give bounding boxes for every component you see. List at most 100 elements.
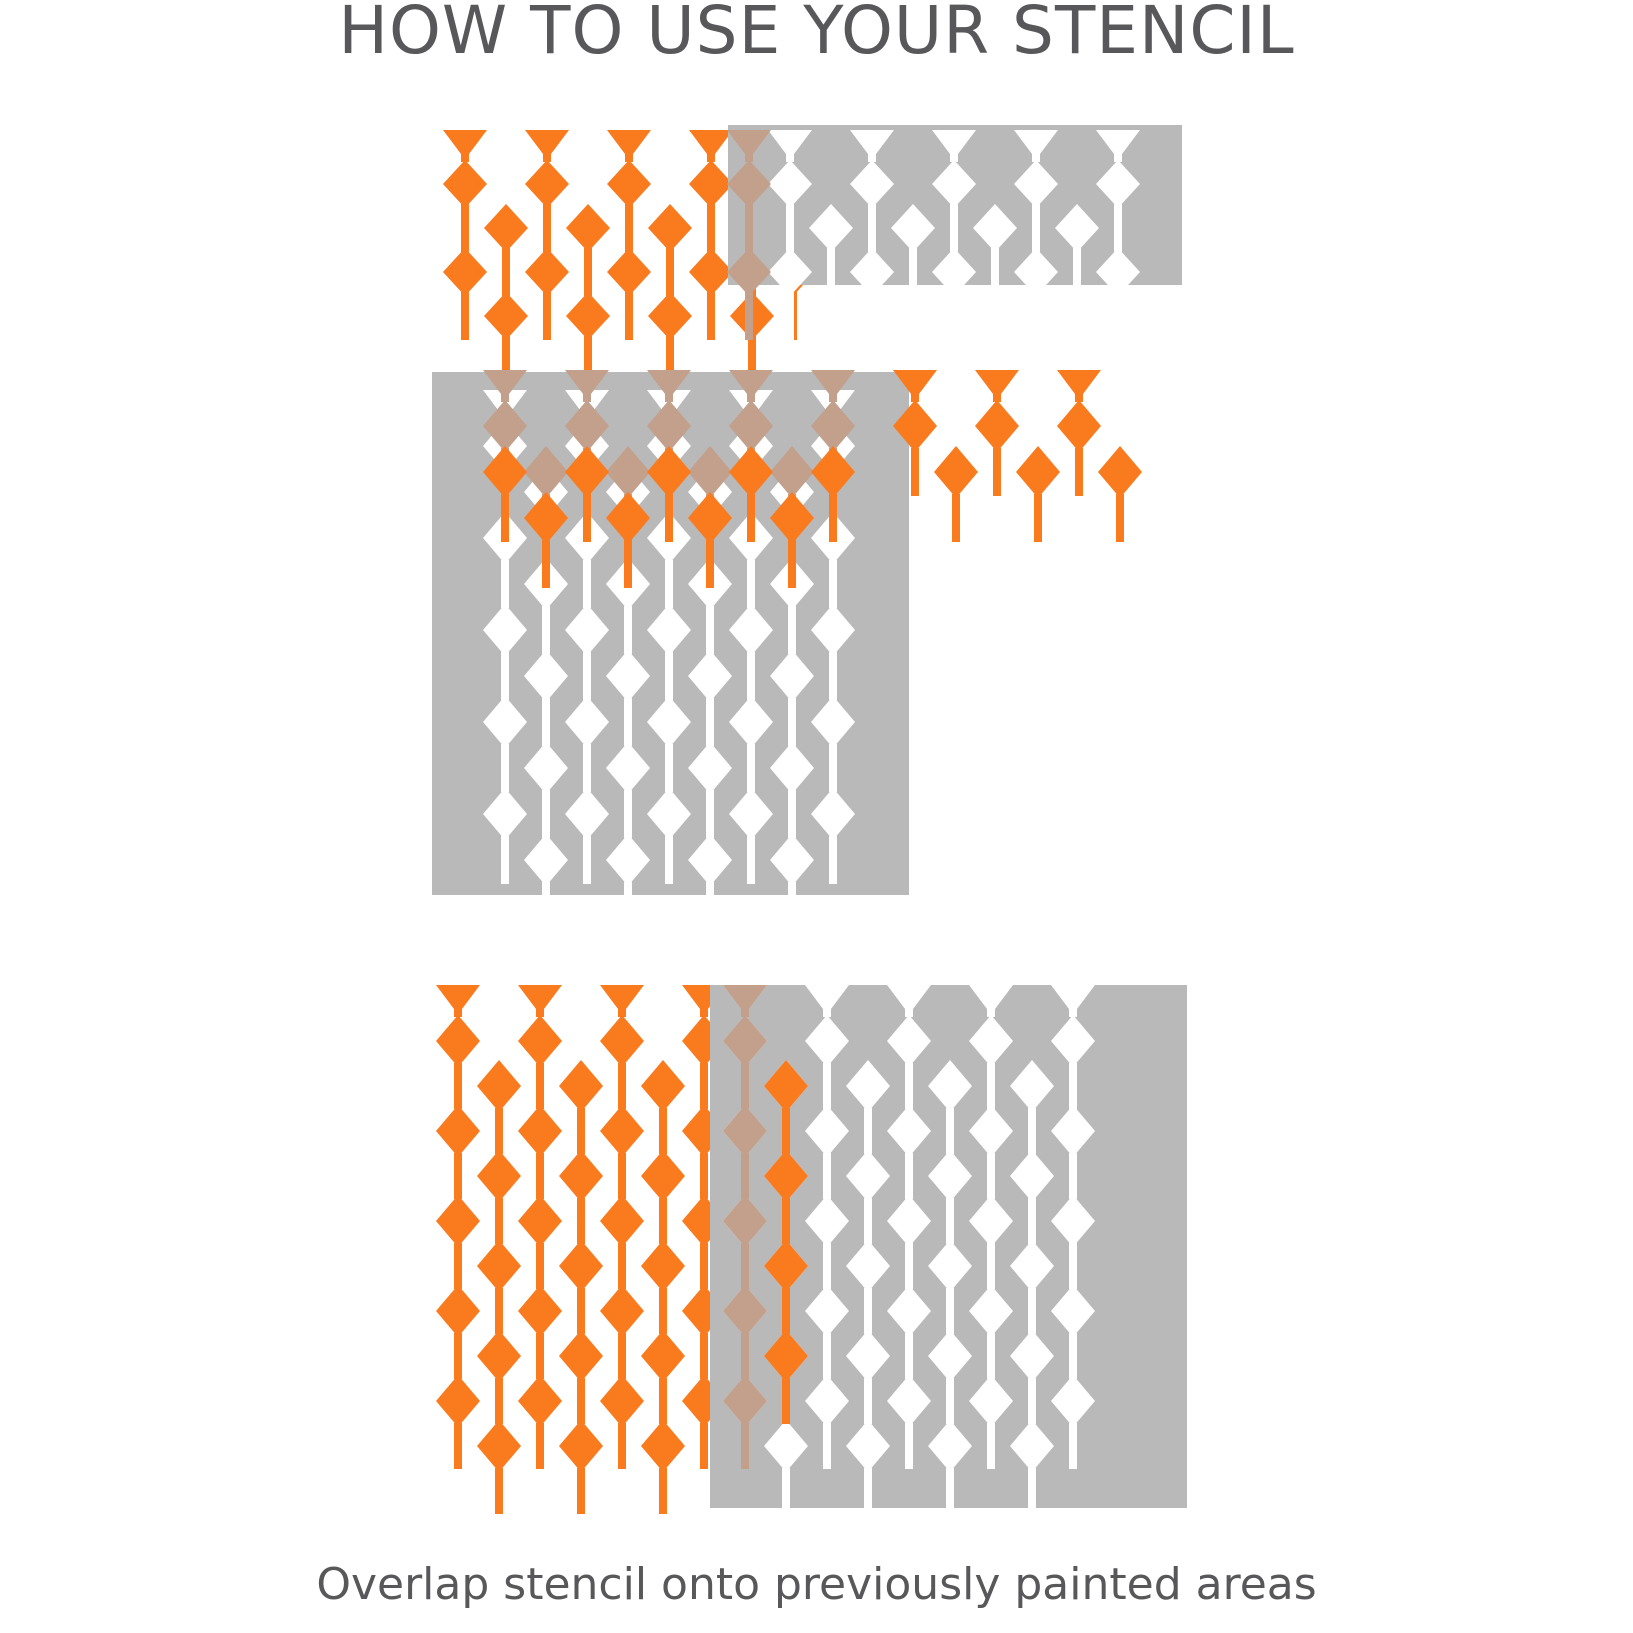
diamond-shape (1010, 1150, 1054, 1202)
tail-shape (543, 296, 551, 320)
step-3-painted-pattern (436, 985, 726, 1514)
stem-shape (577, 1288, 585, 1334)
pattern-column (805, 985, 849, 1469)
stem-shape (864, 1288, 872, 1334)
funnel-shape (600, 985, 644, 1017)
diamond-shape (846, 1240, 890, 1292)
stem-shape (502, 248, 510, 296)
stem-shape (454, 1063, 462, 1109)
tail-shape (542, 544, 550, 568)
diamond-shape (723, 1015, 767, 1067)
tail-shape (1073, 340, 1081, 364)
stem-shape (823, 1153, 831, 1199)
pattern-column (483, 446, 527, 542)
tail-shape (747, 840, 755, 864)
stem-shape (909, 248, 917, 296)
diamond-shape (1098, 446, 1142, 498)
diamond-shape (770, 834, 814, 886)
pattern-column (559, 1060, 603, 1514)
stem-shape (864, 1108, 872, 1154)
diamond-shape (524, 650, 568, 702)
diamond-shape (607, 248, 651, 296)
stem-shape (665, 652, 673, 700)
diamond-shape (483, 446, 527, 498)
step-3-stencil-cutouts (723, 985, 1095, 1514)
tail-shape (952, 498, 960, 522)
stem-shape (1028, 1108, 1036, 1154)
diamond-shape (727, 248, 771, 296)
diamond-shape (443, 248, 487, 296)
stem-shape (823, 1333, 831, 1379)
diamond-shape (770, 650, 814, 702)
stem-shape (747, 744, 755, 792)
stem-shape (543, 204, 551, 252)
diamond-shape (729, 788, 773, 840)
diamond-shape (600, 1015, 644, 1067)
diamond-shape (641, 1420, 685, 1472)
stem-shape (987, 1243, 995, 1289)
stem-shape (829, 744, 837, 792)
stem-shape (1032, 204, 1040, 252)
stem-shape (1069, 1153, 1077, 1199)
stem-shape (905, 1063, 913, 1109)
tail-shape (501, 498, 509, 522)
diamond-shape (1051, 1195, 1095, 1247)
tail-shape (909, 340, 917, 364)
diamond-shape (805, 1195, 849, 1247)
diamond-shape (975, 400, 1019, 452)
diamond-shape (477, 1240, 521, 1292)
diamond-shape (770, 446, 814, 498)
funnel-shape (975, 370, 1019, 402)
diamond-shape (846, 1330, 890, 1382)
stem-shape (987, 1063, 995, 1109)
tail-shape (583, 840, 591, 864)
pattern-column (1055, 204, 1099, 384)
pattern-column (1057, 370, 1101, 496)
stem-shape (823, 1243, 831, 1289)
diamond-shape (723, 1105, 767, 1157)
diamond-shape (483, 400, 527, 452)
diamond-shape (477, 1330, 521, 1382)
tail-shape (745, 296, 753, 320)
funnel-shape (483, 370, 527, 402)
diamond-shape (809, 204, 853, 252)
tail-shape (1114, 296, 1122, 320)
stem-shape (577, 1198, 585, 1244)
diamond-shape (641, 1060, 685, 1112)
tail-shape (502, 340, 510, 364)
tail-shape (536, 1427, 544, 1451)
stem-shape (829, 652, 837, 700)
stem-shape (946, 1198, 954, 1244)
diamond-shape (723, 1285, 767, 1337)
diamond-shape (688, 834, 732, 886)
diamond-shape (641, 1330, 685, 1382)
diamond-shape (729, 604, 773, 656)
tail-shape (495, 1472, 503, 1496)
diamond-shape (764, 1330, 808, 1382)
stem-shape (706, 606, 714, 654)
diamond-shape (928, 1330, 972, 1382)
pattern-column (887, 985, 931, 1469)
diamond-shape (727, 160, 771, 208)
stem-shape (987, 1333, 995, 1379)
diamond-shape (805, 1105, 849, 1157)
diamond-shape (1096, 160, 1140, 208)
diamond-shape (1055, 204, 1099, 252)
stem-shape (624, 790, 632, 838)
diamond-shape (559, 1150, 603, 1202)
diamond-shape (768, 160, 812, 208)
diamond-shape (811, 446, 855, 498)
stem-shape (700, 1153, 708, 1199)
diamond-shape (969, 1375, 1013, 1427)
tail-shape (618, 1427, 626, 1451)
diamond-shape (565, 604, 609, 656)
diamond-shape (887, 1195, 931, 1247)
diamond-shape (566, 204, 610, 252)
tail-shape (1069, 1427, 1077, 1451)
tail-shape (659, 1472, 667, 1496)
diamond-shape (770, 492, 814, 544)
pattern-column (1051, 985, 1095, 1469)
tail-shape (707, 296, 715, 320)
stem-shape (583, 560, 591, 608)
stem-shape (1069, 1243, 1077, 1289)
